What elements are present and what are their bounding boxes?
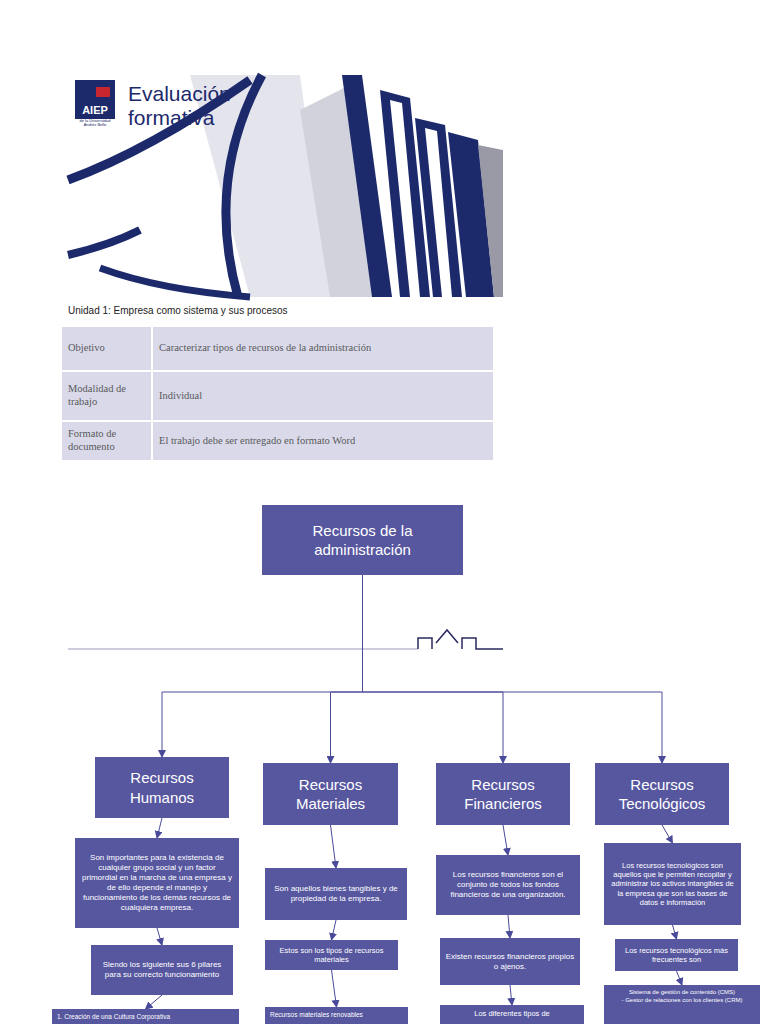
table-cell: El trabajo debe ser entregado en formato… xyxy=(153,422,493,460)
box-text: Recursos Materiales xyxy=(268,775,393,814)
banner-curve xyxy=(226,75,262,297)
connector-arrow xyxy=(157,928,162,945)
info-box: Son importantes para la existencia de cu… xyxy=(75,838,239,928)
banner-title: Evaluación formativa xyxy=(128,82,238,130)
logo-mark xyxy=(96,87,110,97)
banner-curve xyxy=(68,80,250,180)
table-cell: Modalidad de trabajo xyxy=(62,372,151,420)
connector-arrow xyxy=(157,818,162,838)
info-box: 1. Creación de una Cultura Corporativa xyxy=(52,1009,239,1024)
category-box: Recursos Humanos xyxy=(95,757,229,818)
box-text: Recursos de la administración xyxy=(267,521,458,560)
info-box: Los recursos financieros son el conjunto… xyxy=(436,855,580,915)
banner-ground xyxy=(68,75,503,297)
info-box: Los recursos tecnológicos son aquellos q… xyxy=(604,843,741,925)
box-text: Siendo los siguiente sus 6 pilares para … xyxy=(96,960,228,980)
connector-arrow xyxy=(662,825,673,843)
box-text: Existen recursos financieros propios o a… xyxy=(445,952,575,972)
table-cell: Objetivo xyxy=(62,327,151,370)
box-text: Recursos Humanos xyxy=(100,768,224,807)
connector-arrow xyxy=(673,925,677,939)
box-text: Son aquellos bienes tangibles y de propi… xyxy=(270,884,402,904)
connector-arrow xyxy=(363,575,504,763)
info-box: Los recursos tecnológicos más frecuentes… xyxy=(615,939,738,971)
connector-arrow xyxy=(363,575,663,763)
unit-heading: Unidad 1: Empresa como sistema y sus pro… xyxy=(68,305,508,316)
connector-arrow xyxy=(677,971,683,985)
connector-arrow xyxy=(508,915,510,938)
logo-subtext: de la Universidad Andrés Bello xyxy=(75,119,115,127)
box-text: - Gestor de relaciones con los clientes … xyxy=(621,997,742,1005)
box-text: Los recursos tecnológicos más frecuentes… xyxy=(620,946,733,965)
box-text: Recursos Financieros xyxy=(441,775,565,814)
divider-icon xyxy=(418,630,503,649)
table-cell: Individual xyxy=(153,372,493,420)
connector-arrow xyxy=(331,575,363,763)
category-box: Recursos Financieros xyxy=(436,763,570,825)
box-text: Recursos Tecnológicos xyxy=(600,775,724,814)
box-text: Recursos materiales renovables xyxy=(270,1011,363,1019)
info-box: Sistema de gestión de contenido (CMS)- G… xyxy=(604,985,760,1024)
book-spine xyxy=(478,145,503,297)
book-spine xyxy=(390,100,420,297)
table-cell: Formato de documento xyxy=(62,422,151,460)
category-box: Recursos Tecnológicos xyxy=(595,763,729,825)
banner-curve xyxy=(68,230,140,255)
root-box: Recursos de la administración xyxy=(262,505,463,575)
box-text: Los recursos financieros son el conjunto… xyxy=(441,870,575,900)
connector-arrow xyxy=(146,995,163,1009)
book-spine xyxy=(425,128,452,297)
box-text: Los recursos tecnológicos son aquellos q… xyxy=(609,861,736,908)
banner-art xyxy=(68,75,503,297)
logo-text: AIEP xyxy=(75,104,115,116)
info-box: Son aquellos bienes tangibles y de propi… xyxy=(265,868,407,920)
info-box: Recursos materiales renovables xyxy=(265,1007,408,1024)
connector-arrow xyxy=(510,985,512,1005)
connector-arrow xyxy=(331,825,337,868)
divider xyxy=(68,630,503,649)
connector-arrow xyxy=(332,970,337,1007)
box-text: Son importantes para la existencia de cu… xyxy=(80,853,234,913)
info-box: Estos son los tipos de recursos material… xyxy=(265,940,398,970)
info-box: Los diferentes tipos de xyxy=(440,1005,584,1024)
box-text: Estos son los tipos de recursos material… xyxy=(270,946,393,965)
connector-arrow xyxy=(162,575,363,757)
table-cell: Caracterizar tipos de recursos de la adm… xyxy=(153,327,493,370)
info-box: Existen recursos financieros propios o a… xyxy=(440,938,580,985)
box-text: 1. Creación de una Cultura Corporativa xyxy=(57,1013,170,1021)
divider-line xyxy=(68,649,418,650)
box-text: Sistema de gestión de contenido (CMS) xyxy=(629,989,735,997)
connector-arrow xyxy=(332,920,337,940)
box-text: Los diferentes tipos de xyxy=(474,1009,549,1018)
category-box: Recursos Materiales xyxy=(263,763,398,825)
connector-arrow xyxy=(503,825,508,855)
info-box: Siendo los siguiente sus 6 pilares para … xyxy=(91,945,233,995)
